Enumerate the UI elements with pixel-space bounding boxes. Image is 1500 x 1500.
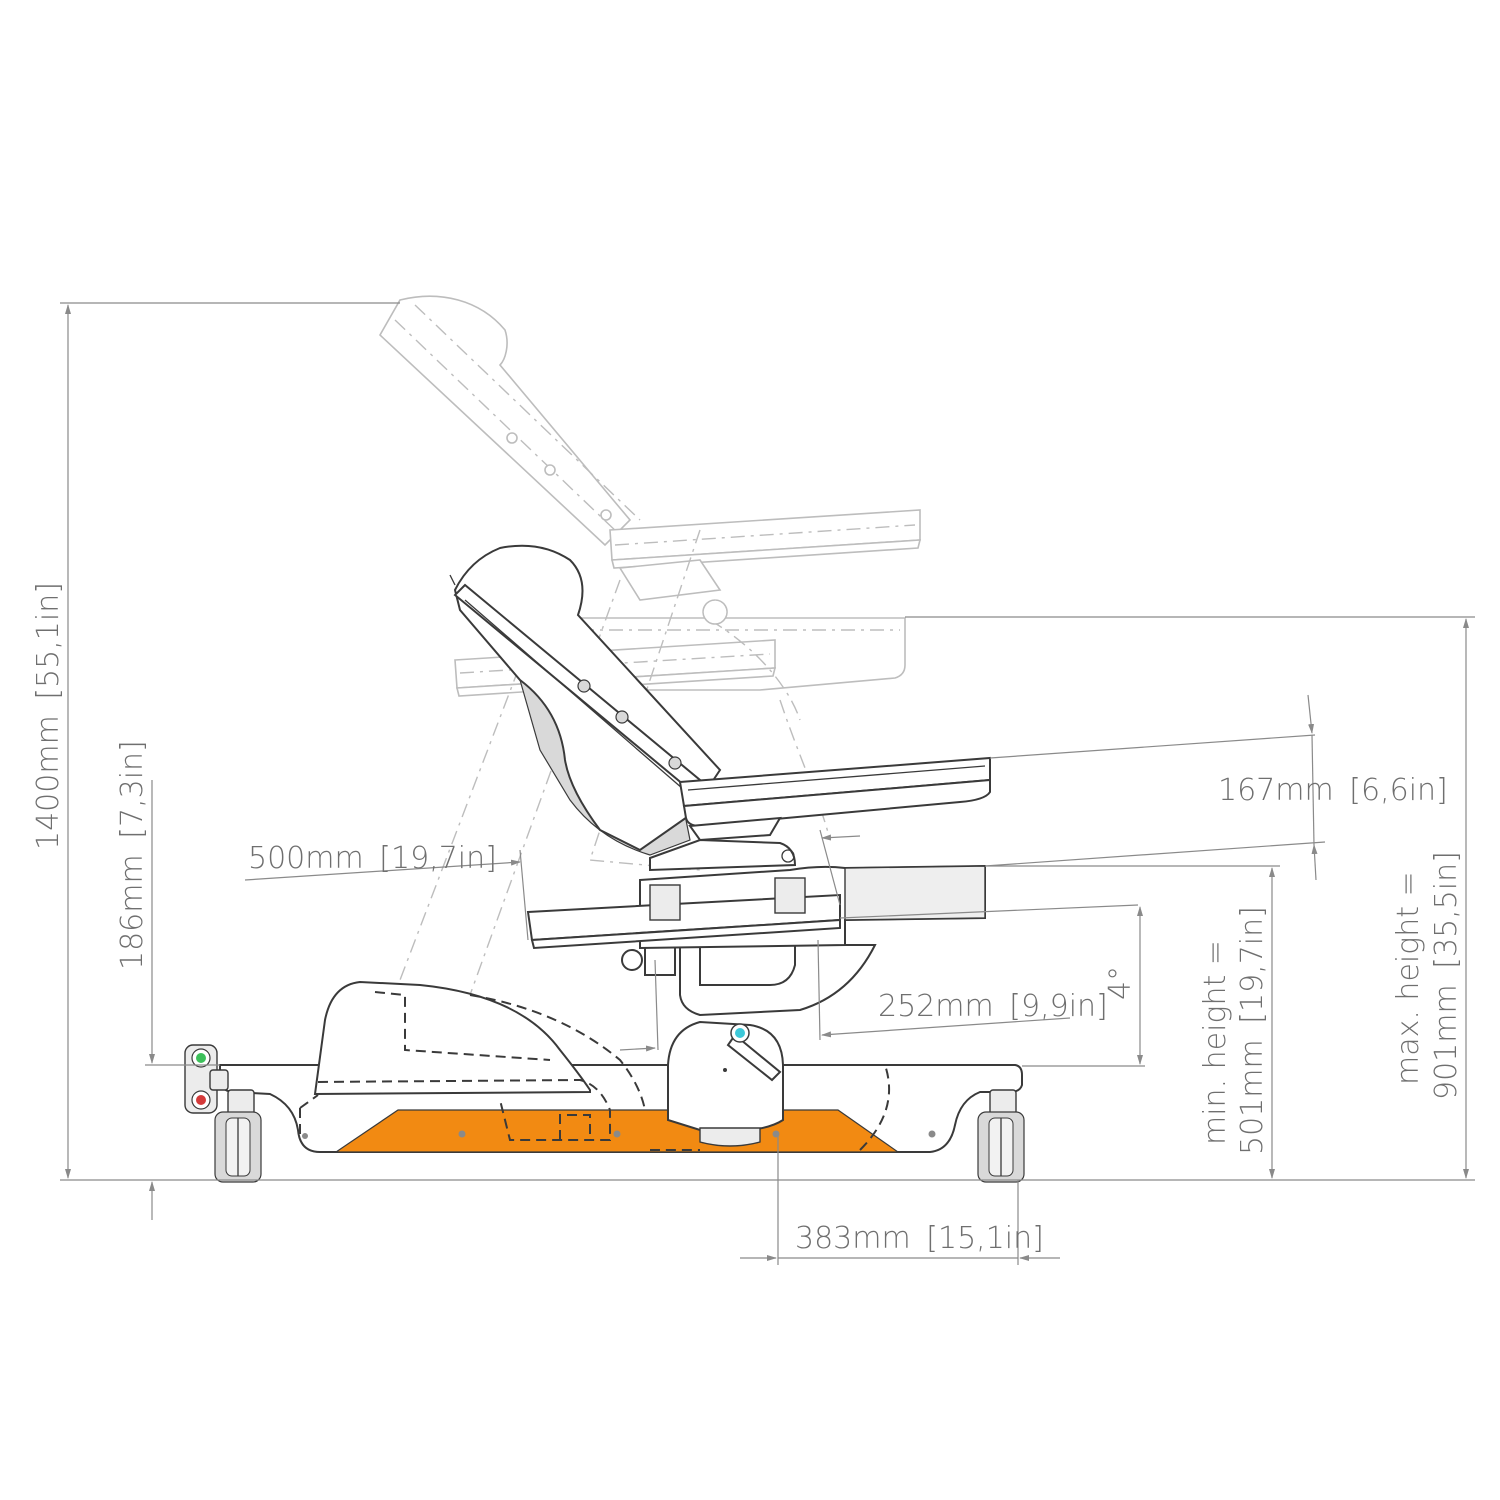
column-base <box>667 1020 784 1133</box>
dimension-tray-depth: 500mm [19,7in] <box>248 841 497 876</box>
battery-housing <box>313 980 591 1096</box>
dimension-base-height: 186mm [7,3in] <box>115 740 150 970</box>
lever-knob-icon <box>735 1028 745 1038</box>
dimension-offset: 252mm [9,9in] <box>878 989 1108 1024</box>
dimension-total-height: 1400mm [55,1in] <box>31 582 66 850</box>
cart-unit <box>184 544 1025 1183</box>
dimension-tray-thickness: 167mm [6,6in] <box>1218 773 1448 808</box>
dimension-min-height: 501mm [19,7in] <box>1235 906 1270 1155</box>
left-caster-wheel <box>214 1089 262 1183</box>
dimension-max-height: 901mm [35,5in] <box>1429 851 1464 1100</box>
side-indicator-knobs <box>184 1044 229 1114</box>
dimension-wheel-offset: 383mm [15,1in] <box>795 1221 1044 1256</box>
height-lever[interactable] <box>726 1023 782 1082</box>
dimension-tilt-angle: 4° <box>1103 966 1138 1000</box>
green-indicator-icon <box>196 1053 206 1063</box>
dimension-max-height-label: max. height = <box>1391 871 1426 1085</box>
dimension-annotations: 1400mm [55,1in] 186mm [7,3in] 500mm [19,… <box>31 302 1475 1265</box>
column-body <box>679 944 877 1017</box>
dimension-min-height-label: min. height = <box>1198 940 1233 1145</box>
right-caster-wheel <box>977 1089 1025 1183</box>
red-indicator-icon <box>196 1095 206 1105</box>
